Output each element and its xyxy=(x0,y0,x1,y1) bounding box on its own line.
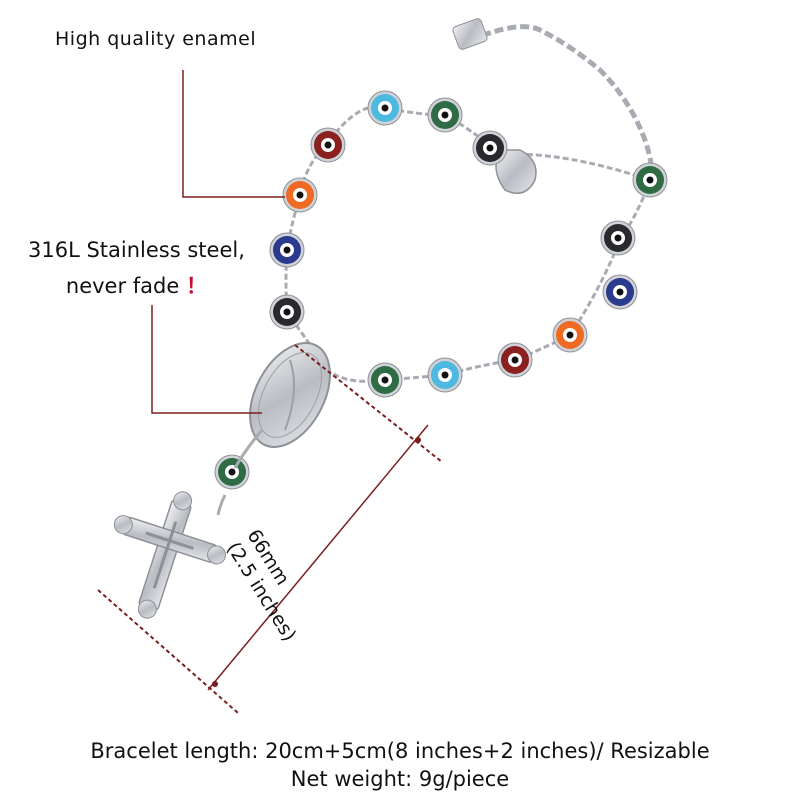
steel-callout-text: never fade xyxy=(65,274,180,298)
miraculous-medal xyxy=(249,342,331,448)
steel-callout-line2: never fade ！ xyxy=(28,268,245,304)
bead-green xyxy=(214,454,250,490)
dimension-line xyxy=(207,424,429,691)
steel-leader-line xyxy=(151,305,262,414)
dimension-extension-bottom xyxy=(97,589,239,714)
enamel-callout: High quality enamel xyxy=(55,28,257,50)
bead-green xyxy=(427,97,463,133)
bead-orange xyxy=(552,317,588,353)
bead-green xyxy=(632,162,668,198)
bead-dark-red xyxy=(310,127,346,163)
evil-eye-beads xyxy=(214,90,668,490)
bead-black xyxy=(600,220,636,256)
bead-orange xyxy=(282,177,318,213)
net-weight: Net weight: 9g/piece xyxy=(290,767,510,791)
lobster-clasp xyxy=(495,149,537,195)
bead-navy xyxy=(602,274,638,310)
bead-navy xyxy=(269,232,305,268)
stainless-steel-callout: 316L Stainless steel, never fade ！ xyxy=(28,232,245,304)
bead-black xyxy=(269,294,305,330)
end-tag xyxy=(452,18,488,50)
extension-chain xyxy=(469,24,655,182)
bead-black xyxy=(472,130,508,166)
bead-light-blue xyxy=(367,90,403,126)
crucifix-pendant xyxy=(113,491,227,619)
bead-green xyxy=(367,362,403,398)
bead-light-blue xyxy=(427,357,463,393)
bracelet-length: Bracelet length: 20cm+5cm(8 inches+2 inc… xyxy=(90,739,710,763)
steel-callout-line1: 316L Stainless steel, xyxy=(28,238,245,262)
spec-text: Bracelet length: 20cm+5cm(8 inches+2 inc… xyxy=(0,737,800,793)
enamel-leader-line xyxy=(182,70,285,198)
steel-callout-exclamation: ！ xyxy=(185,274,207,298)
bead-dark-red xyxy=(497,342,533,378)
